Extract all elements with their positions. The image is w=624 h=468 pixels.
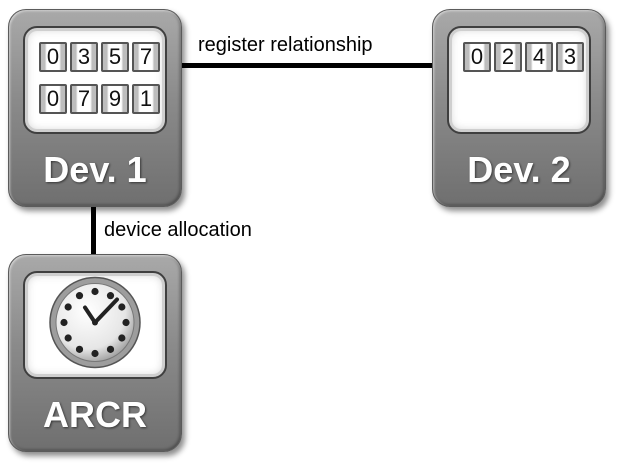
clock-hour-marker [64,334,72,342]
register-digit: 0 [39,42,67,72]
clock-face [49,276,141,369]
clock-hour-marker [118,303,126,311]
device-dev1: 0 3 5 7 0 7 9 1 Dev. 1 [8,9,182,207]
register-digit: 0 [39,84,67,114]
edge-label-register-relationship: register relationship [198,34,373,56]
device-dev2: 0 2 4 3 Dev. 2 [432,9,606,207]
connector-dev1-arcr [91,205,96,257]
register-digit: 2 [494,42,522,72]
register-row: 0 2 4 3 [463,42,584,72]
clock-hour-marker [75,292,84,300]
clock-hour-marker [118,334,126,342]
clock-hour-marker [91,349,99,358]
register-digit: 1 [132,84,160,114]
register-digit: 5 [101,42,129,72]
clock-hour-marker [122,318,130,327]
register-digit: 3 [70,42,98,72]
edge-label-device-allocation: device allocation [104,219,252,241]
arcr-clock-screen [23,271,167,379]
connector-dev1-dev2 [180,63,434,68]
dev2-register-screen: 0 2 4 3 [447,26,591,134]
clock-icon [47,275,143,376]
register-digit: 7 [70,84,98,114]
register-digit: 7 [132,42,160,72]
device-label-arcr: ARCR [43,394,147,435]
device-arcr: ARCR [8,254,182,452]
clock-hour-marker [91,287,99,296]
register-digit: 4 [525,42,553,72]
register-digit: 9 [101,84,129,114]
register-row: 0 3 5 7 [39,42,160,72]
register-row: 0 7 9 1 [39,84,160,114]
clock-hour-marker [106,345,115,353]
clock-hour-marker [75,345,84,353]
clock-hour-marker [106,292,115,300]
register-digit: 3 [556,42,584,72]
device-label-dev2: Dev. 2 [467,149,571,190]
clock-hour-marker [64,303,72,311]
dev1-register-screen: 0 3 5 7 0 7 9 1 [23,26,167,134]
register-digit: 0 [463,42,491,72]
clock-hour-marker [60,318,68,327]
device-label-dev1: Dev. 1 [43,149,147,190]
